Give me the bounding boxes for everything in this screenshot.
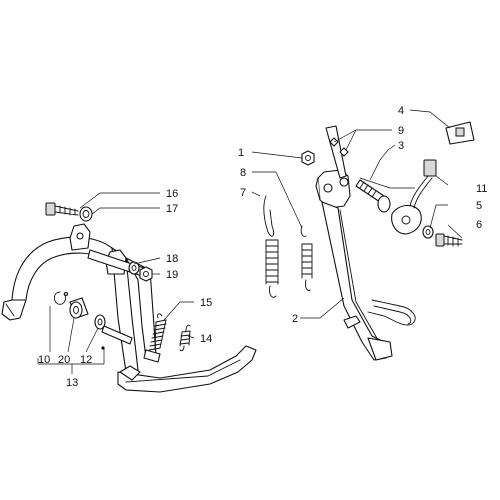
callout-8: 8 [240,167,246,179]
callout-labels: 1 2 3 4 5 6 7 8 9 10 11 12 13 14 15 16 1… [38,105,487,389]
callout-19: 19 [166,269,178,281]
callout-10: 10 [38,354,50,366]
callout-17: 17 [166,203,178,215]
callout-4: 4 [398,105,404,117]
callout-13: 13 [66,377,78,389]
screw-6 [435,233,463,247]
side-stand-leg [321,201,387,361]
washer-5 [422,225,434,239]
pivot-bolt-3 [355,179,391,213]
spring-8 [300,225,313,291]
callout-7: 7 [240,187,246,199]
callout-11: 11 [476,183,487,195]
callout-15: 15 [200,297,212,309]
leader-lines [37,109,463,374]
callout-5: 5 [476,200,482,212]
spring-15 [143,313,167,363]
washer-12 [94,314,106,330]
pivot-pin [101,325,133,345]
center-stand-foot [117,345,257,393]
spring-7 [263,195,279,298]
callout-3: 3 [398,140,404,152]
switch-11 [391,159,437,235]
callout-18: 18 [166,253,178,265]
spring-14 [179,324,191,352]
side-stand-assembly [315,125,416,361]
pad-4 [445,121,475,145]
center-stand-assembly [1,223,257,393]
callout-14: 14 [200,333,212,345]
side-stand-foot [367,337,393,361]
circlip-10 [53,291,69,305]
callout-6: 6 [476,219,482,231]
nut-1 [301,150,315,166]
center-stand-hook [1,299,27,321]
callout-9: 9 [398,125,404,137]
bolt-16 [45,202,79,216]
bushing-20 [69,297,89,319]
callout-16: 16 [166,188,178,200]
callout-1: 1 [238,147,244,159]
spacer-17 [79,206,93,222]
callout-12: 12 [80,354,92,366]
washer-18 [128,261,140,275]
callout-20: 20 [58,354,70,366]
nut-19 [139,266,153,282]
callout-2: 2 [292,313,298,325]
